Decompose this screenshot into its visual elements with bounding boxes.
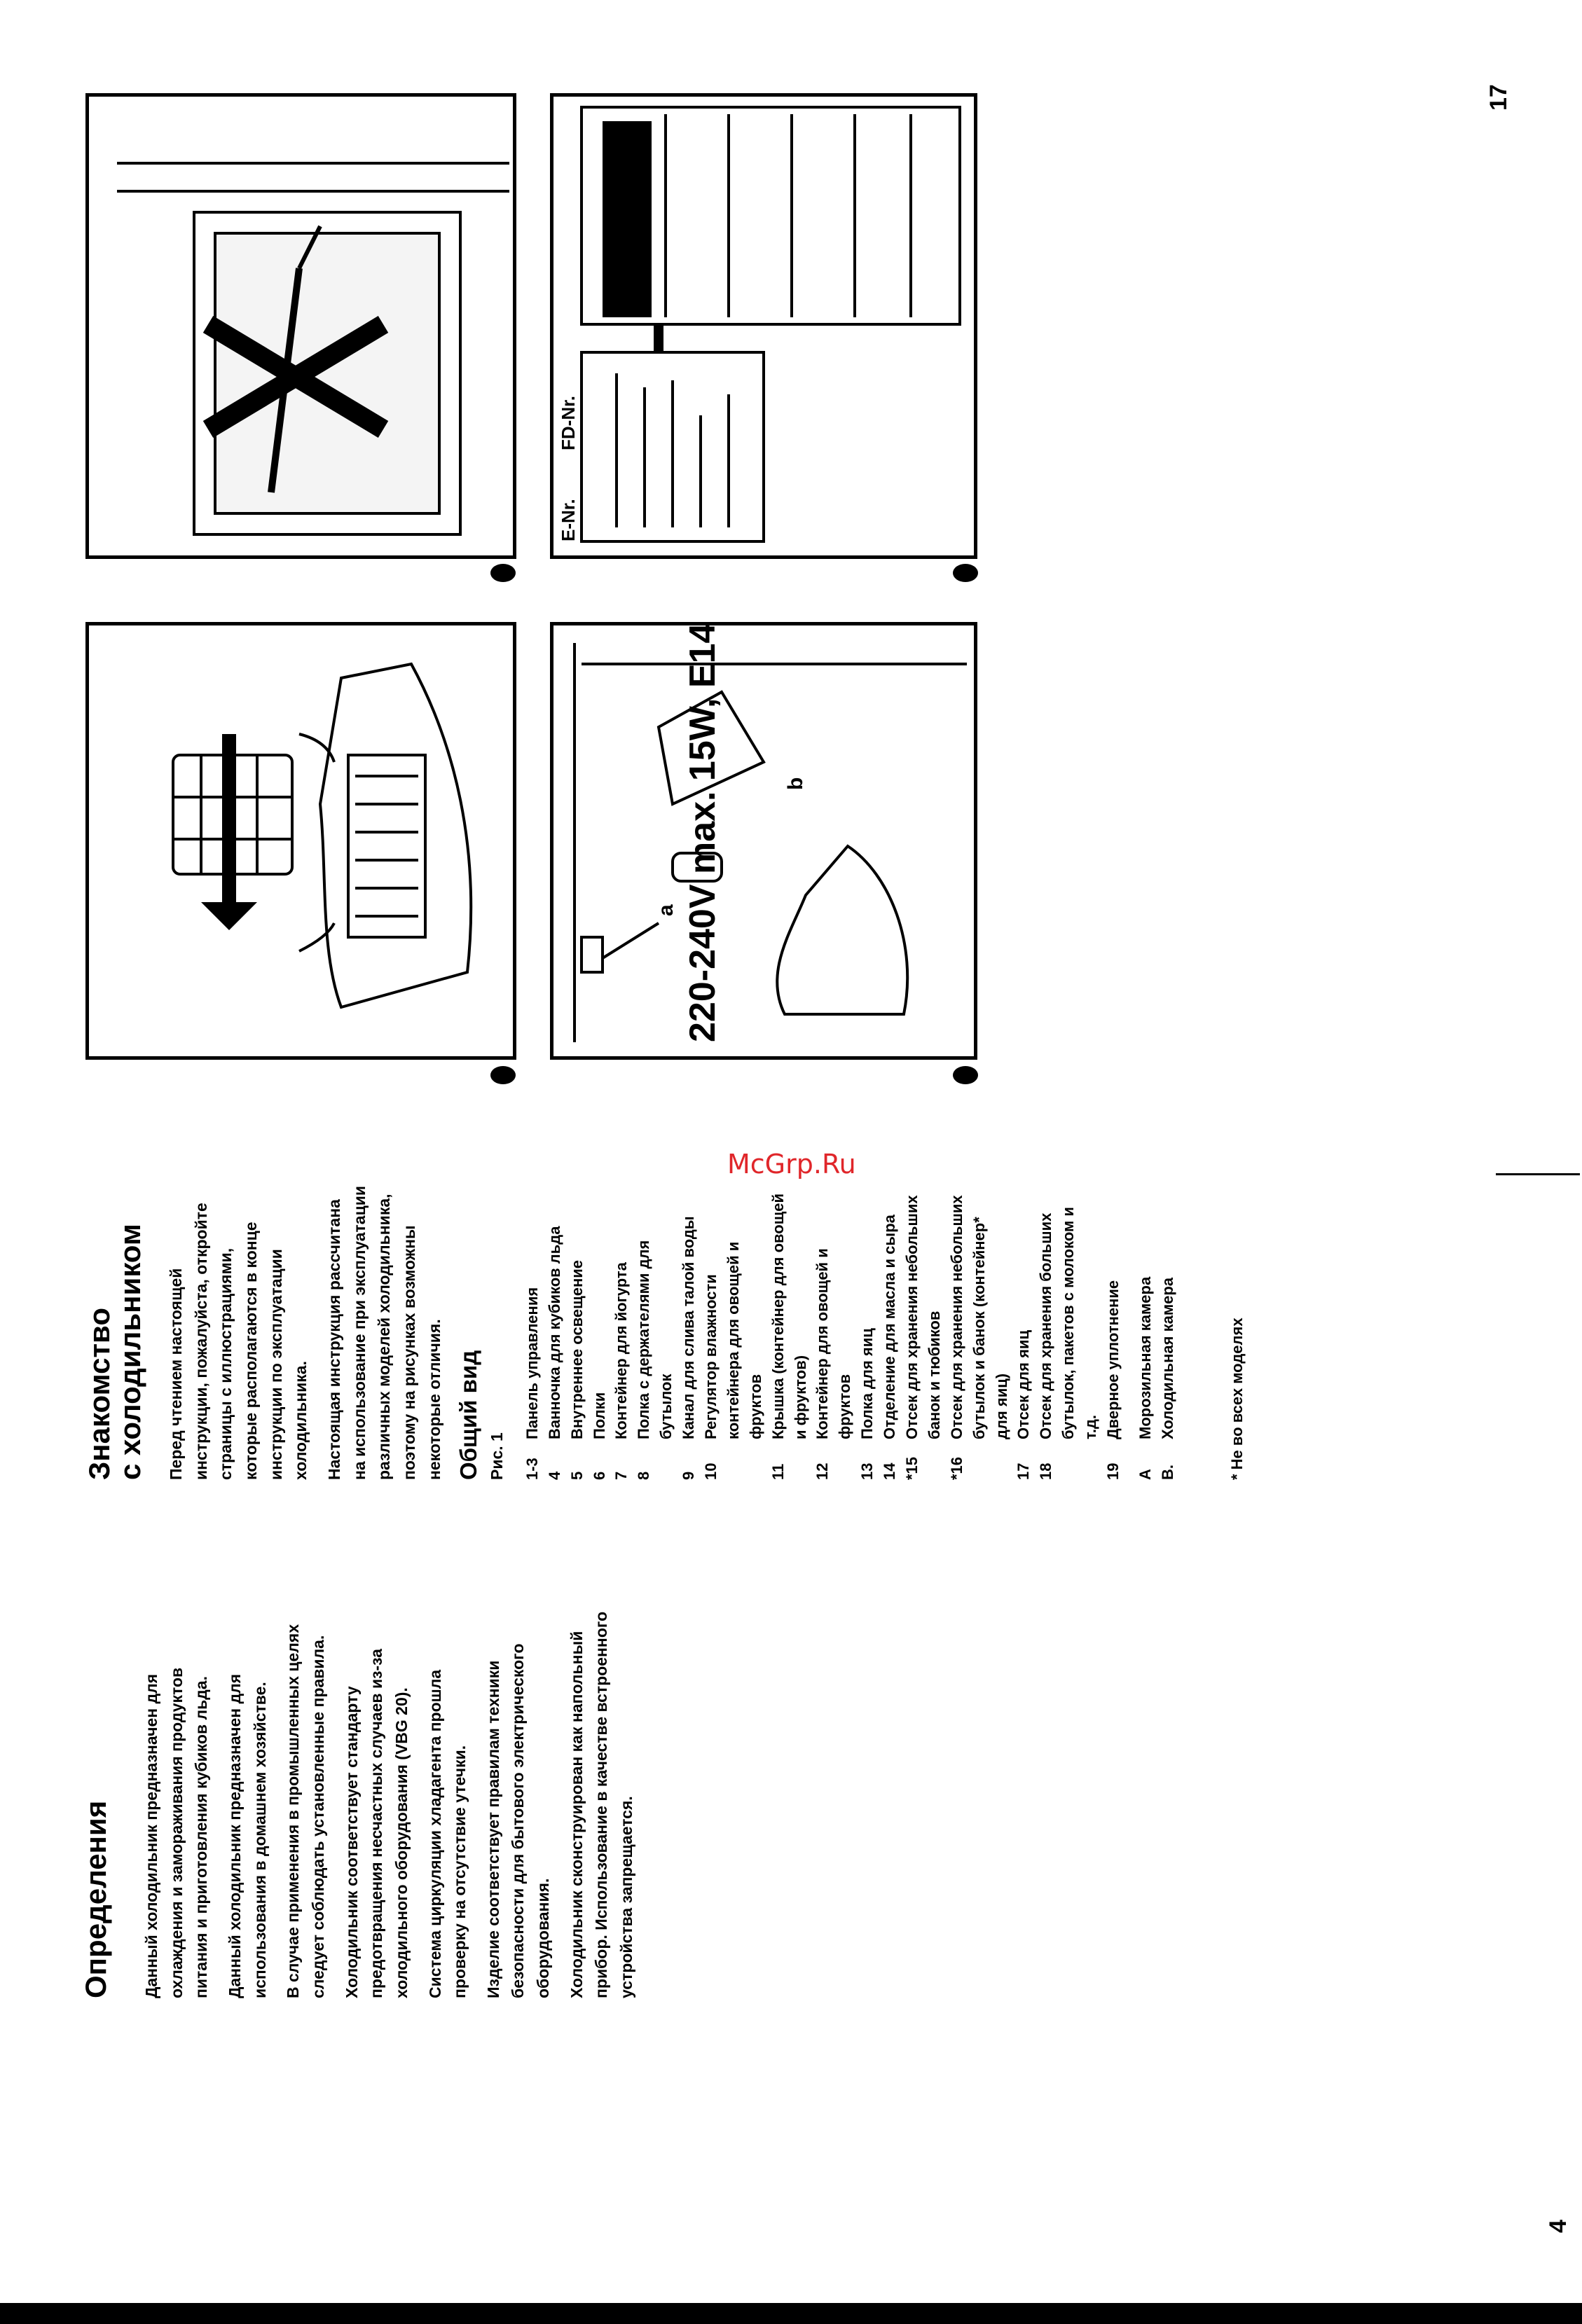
page-number-right: 17 — [1485, 84, 1512, 111]
lamp-illustration: 220-240V max. 15W, E14 a b — [573, 623, 967, 1042]
label-a: a — [654, 904, 677, 916]
definitions-paragraph: Изделие соответствует правилам техники б… — [483, 1643, 553, 1999]
ice-tray-illustration — [172, 662, 473, 1009]
definitions-paragraph: Система циркуляции хладагента прошла про… — [425, 1669, 469, 1998]
intro-paragraph: Перед чтением настоящей инструкции, пожа… — [167, 1203, 310, 1480]
intro-column: Знакомство с холодильником Перед чтением… — [83, 1186, 1246, 1480]
watermark: McGrp.Ru — [727, 1149, 856, 1180]
definitions-paragraph: Холодильник соответствует стандарту пред… — [342, 1648, 411, 1998]
figure-marker — [953, 1066, 978, 1084]
scan-border — [0, 2303, 1582, 2324]
figure-marker — [490, 564, 516, 582]
figure-rating-plate: E-Nr. FD-Nr. — [550, 93, 977, 559]
figure-label: Рис. 1 — [488, 1432, 507, 1480]
overview-subtitle: Общий вид — [455, 1350, 482, 1480]
intro-title-line1: Знакомство — [83, 1308, 116, 1480]
rating-plate-illustration: E-Nr. FD-Nr. — [558, 106, 961, 543]
lamp-spec: 220-240V max. 15W, E14 — [682, 625, 723, 1042]
freezer-no-tools-illustration — [117, 162, 509, 536]
definitions-title: Определения — [79, 1800, 112, 1998]
e-nr-label: E-Nr. — [558, 499, 579, 541]
page-divider — [1496, 1173, 1580, 1175]
definitions-paragraph: Данный холодильник предназначен для охла… — [142, 1667, 211, 1998]
figure-ice-tray — [85, 622, 516, 1060]
definitions-paragraph: В случае применения в промышленных целях… — [284, 1624, 327, 1998]
definitions-paragraph: Холодильник сконструирован как напольный… — [567, 1611, 635, 1998]
label-b: b — [784, 777, 807, 790]
figure-lamp-replacement: 220-240V max. 15W, E14 a b — [550, 622, 977, 1060]
footnote: * Не во всех моделях — [1227, 1317, 1246, 1480]
figure-no-sharp-tools — [85, 93, 516, 559]
fd-nr-label: FD-Nr. — [558, 396, 579, 450]
definitions-paragraph: Данный холодильник предназначен для испо… — [226, 1673, 269, 1998]
list-item: B.Холодильная камера — [1158, 1278, 1176, 1480]
intro-paragraph: Настоящая инструкция рассчитана на испол… — [325, 1186, 443, 1480]
figure-marker — [490, 1066, 516, 1084]
intro-title-line2: с холодильником — [114, 1224, 147, 1480]
figure-marker — [953, 564, 978, 582]
definitions-column: Определения Данный холодильник предназна… — [79, 1606, 648, 1999]
page-number-left: 4 — [1545, 2220, 1571, 2233]
